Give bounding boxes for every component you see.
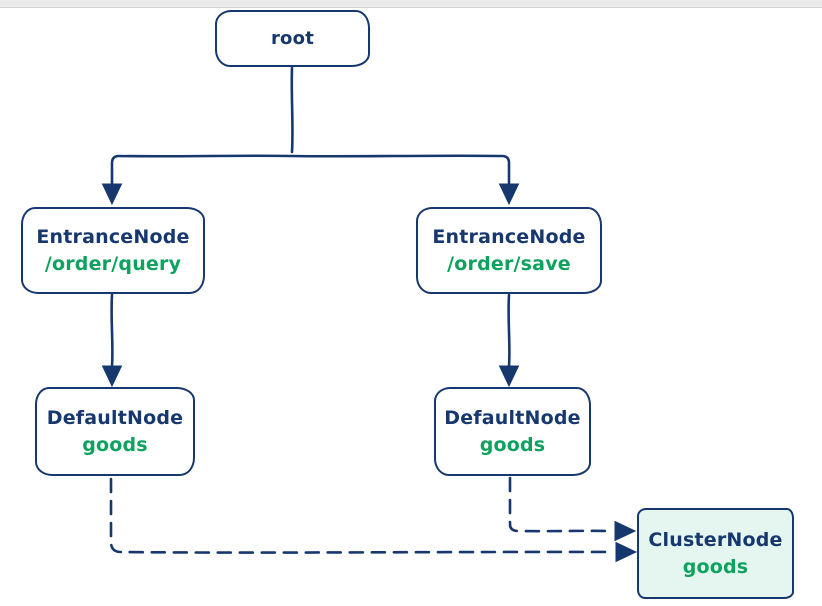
node-entrance-query: EntranceNode /order/query [21,207,205,294]
node-default-query-sublabel: goods [82,433,148,456]
arrowhead-entrance-save [498,183,520,206]
node-root-label: root [270,28,314,49]
arrowhead-default-save [498,365,520,388]
node-default-save-label: DefaultNode [444,406,581,429]
node-entrance-query-label: EntranceNode [36,225,190,248]
node-default-save: DefaultNode goods [434,387,591,476]
node-root: root [215,10,370,67]
node-cluster: ClusterNode goods [637,508,794,599]
node-entrance-save: EntranceNode /order/save [416,207,602,294]
node-default-query-label: DefaultNode [46,406,184,429]
node-entrance-query-sublabel: /order/query [44,252,182,275]
edge-entrance-query-default [110,293,114,368]
node-cluster-label: ClusterNode [648,528,783,551]
node-cluster-sublabel: goods [682,555,749,578]
node-default-save-sublabel: goods [479,433,546,456]
window-top-strip [0,0,822,8]
edge-root-split [110,154,511,187]
node-entrance-save-sublabel: /order/save [447,252,571,275]
arrowhead-default-query [101,365,123,388]
node-entrance-save-label: EntranceNode [432,225,586,248]
edge-default-query-cluster [109,477,615,554]
arrowhead-cluster-upper [614,520,637,542]
edge-entrance-save-default [507,293,511,368]
edge-default-save-cluster [508,476,614,533]
arrowhead-cluster-lower [615,541,638,563]
node-default-query: DefaultNode goods [35,387,195,476]
edge-root-stem [290,66,294,154]
arrowhead-entrance-query [101,183,123,206]
